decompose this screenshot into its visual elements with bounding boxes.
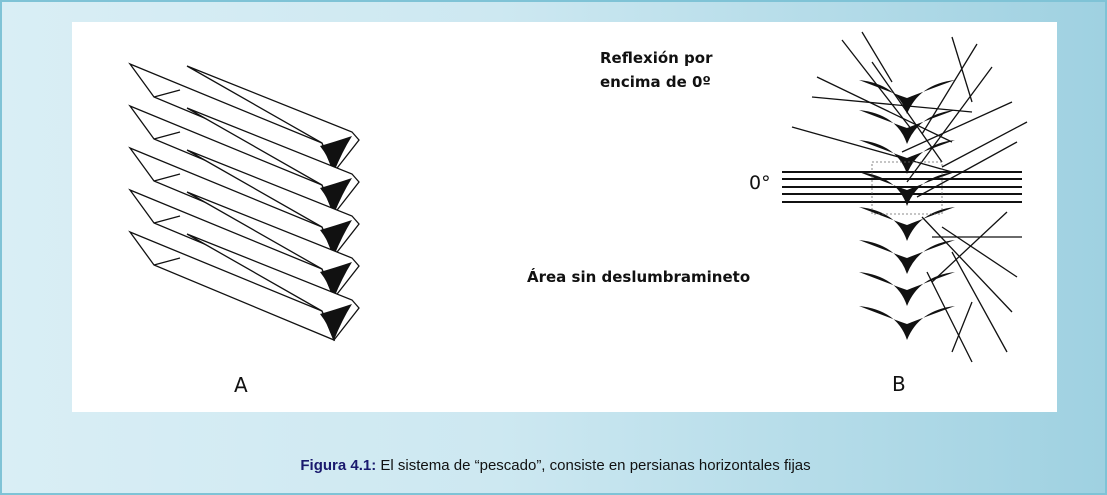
reflection-ray [871, 61, 943, 163]
fish-blade [859, 272, 955, 306]
fish-blade [859, 172, 955, 206]
label-b: B [892, 372, 906, 396]
caption-text: El sistema de “pescado”, consiste en per… [376, 457, 811, 474]
reflection-ray [941, 226, 1018, 278]
no-glare-area-label: Área sin deslumbramineto [527, 268, 751, 286]
reflection-ray [816, 76, 953, 143]
reflection-ray [791, 126, 953, 173]
reflection-ray [901, 101, 1013, 153]
fish-louver-diagram [128, 31, 1028, 363]
reflection-ray [951, 251, 1008, 353]
zero-degree-label: 0° [749, 172, 771, 194]
reflection-label-line1: Reflexión por [600, 49, 713, 67]
reflection-ray [951, 36, 973, 103]
reflection-ray [906, 66, 993, 183]
fish-blade [859, 110, 955, 144]
label-a: A [234, 373, 248, 397]
reflection-ray [941, 121, 1028, 168]
louver-stack-a [128, 62, 360, 342]
reflection-ray [921, 43, 978, 135]
reflection-ray [921, 216, 1013, 313]
fish-blade [859, 207, 955, 241]
reflection-ray [926, 271, 973, 363]
louver-stack-b [782, 31, 1028, 363]
louver-blade [128, 62, 360, 174]
reflection-label-line2: encima de 0º [600, 73, 711, 91]
figure-caption: Figura 4.1: El sistema de “pescado”, con… [2, 457, 1107, 474]
louver-blade [128, 230, 360, 342]
fish-blade [859, 240, 955, 274]
reflection-ray [916, 141, 1018, 198]
figure-panel: A B Reflexión por encima de 0º 0° Área s… [72, 22, 1057, 412]
louver-blade [128, 146, 360, 258]
reflection-zone-outline [871, 161, 943, 215]
reflection-ray [861, 31, 893, 83]
reflection-ray [841, 39, 913, 131]
caption-prefix: Figura 4.1: [300, 457, 377, 474]
louver-blade [128, 104, 360, 216]
reflection-label: Reflexión por encima de 0º [600, 46, 712, 94]
fish-blade [859, 306, 955, 340]
reflection-ray [951, 301, 973, 353]
reflection-ray [811, 96, 973, 113]
fish-blade [859, 80, 955, 114]
reflection-ray [931, 211, 1008, 283]
